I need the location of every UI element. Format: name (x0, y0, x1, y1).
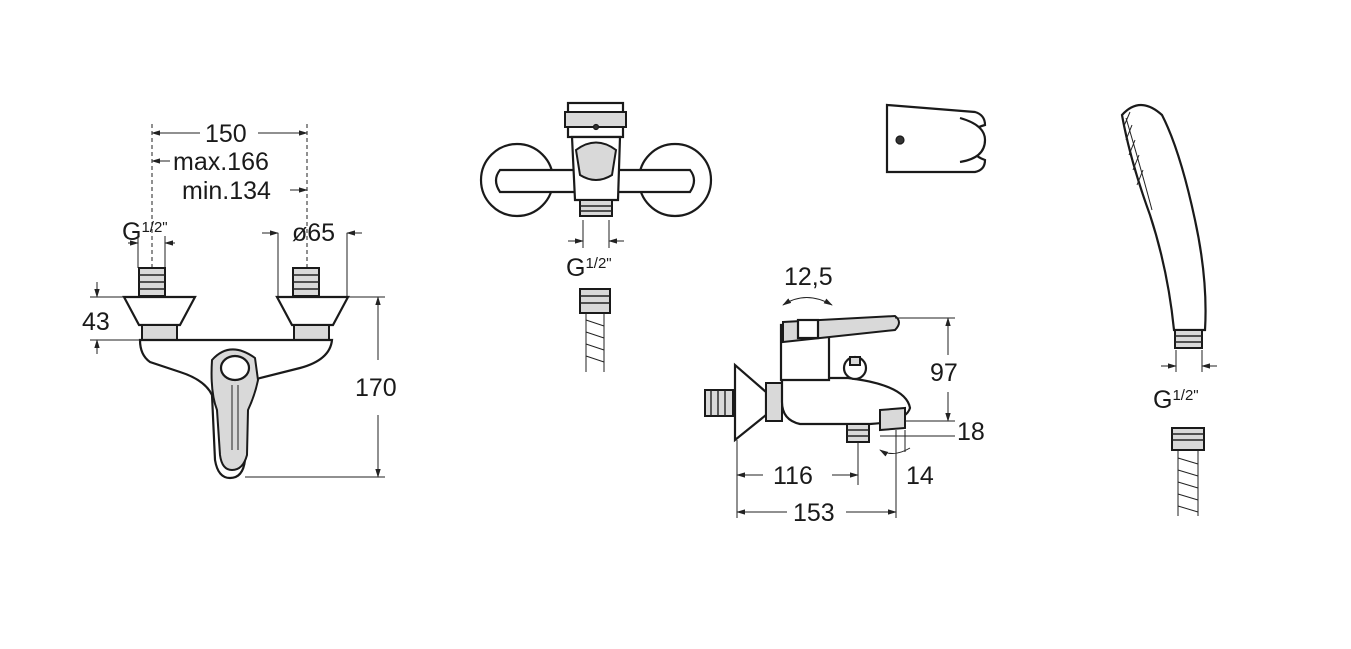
dim-153-label: 153 (793, 499, 835, 527)
dim-116-label: 116 (773, 462, 813, 490)
thread-right-label: G1/2" (1153, 386, 1199, 414)
dim-14-label: 14 (906, 462, 934, 490)
hand-shower (1120, 103, 1217, 516)
dim-43-label: 43 (82, 308, 110, 336)
dim-max166-label: max.166 (173, 148, 269, 176)
dim-18-label: 18 (957, 418, 985, 446)
wall-bracket (885, 103, 987, 174)
dim-170-label: 170 (355, 374, 397, 402)
top-view-mixer (479, 101, 713, 372)
dim-dia65-label: ø65 (292, 219, 335, 247)
dim-97-label: 97 (930, 359, 958, 387)
front-view-mixer (90, 124, 385, 480)
thread-mid-label: G1/2" (566, 254, 612, 282)
dim-12-5-label: 12,5 (784, 263, 833, 291)
dim-min134-label: min.134 (182, 177, 271, 205)
side-view-mixer (704, 297, 955, 518)
thread-left-label: G1/2" (122, 218, 168, 246)
dim-150-label: 150 (205, 120, 247, 148)
